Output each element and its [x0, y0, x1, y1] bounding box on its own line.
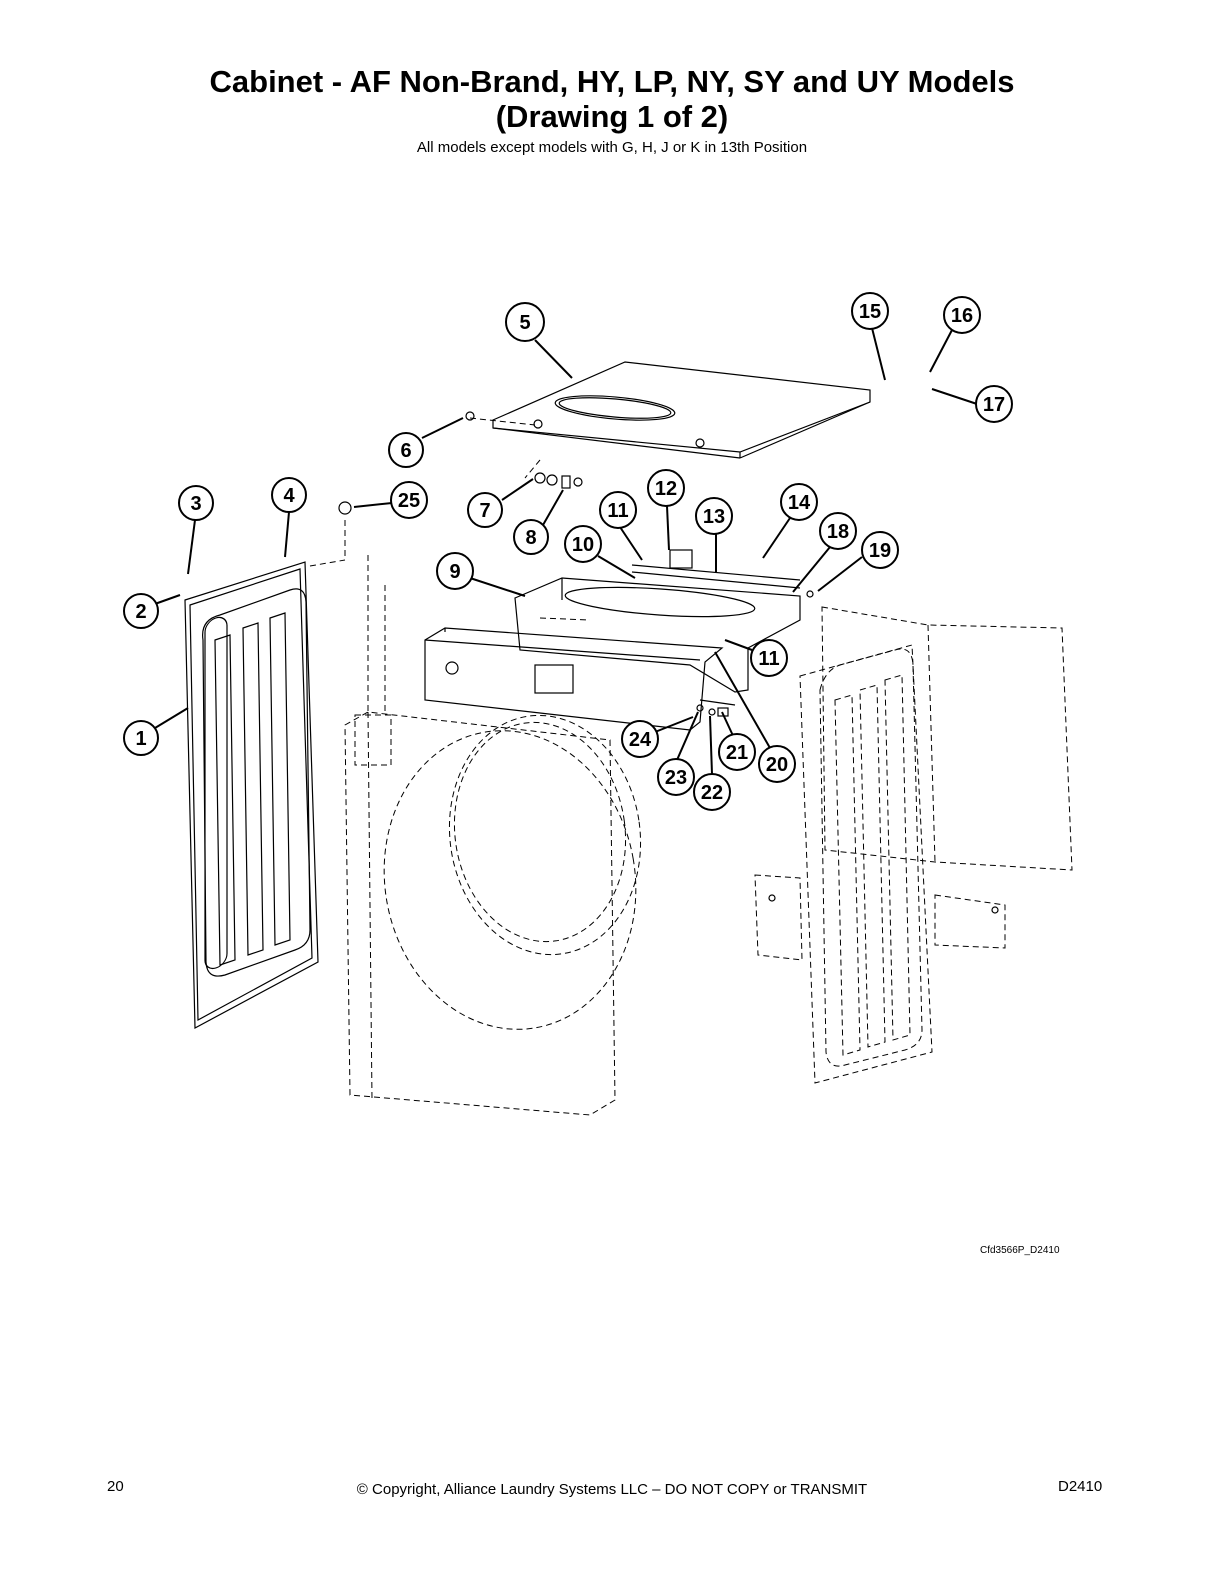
- callout-6: 6: [388, 432, 424, 468]
- callout-21: 21: [718, 733, 756, 771]
- callout-25: 25: [390, 481, 428, 519]
- svg-text:21: 21: [726, 742, 748, 764]
- callout-4: 4: [271, 477, 307, 513]
- page-title-drawing-number: (Drawing 1 of 2): [495, 99, 729, 134]
- callout-24: 24: [621, 720, 659, 758]
- svg-text:7: 7: [479, 500, 490, 522]
- callout-12: 12: [647, 469, 685, 507]
- svg-text:1: 1: [135, 728, 146, 750]
- callout-13: 13: [695, 497, 733, 535]
- page-subtitle: All models except models with G, H, J or…: [416, 139, 808, 156]
- callout-arrows: [151, 327, 978, 775]
- svg-text:22: 22: [701, 782, 723, 804]
- callout-7: 7: [467, 492, 503, 528]
- svg-text:25: 25: [398, 490, 420, 512]
- callout-23: 23: [657, 758, 695, 796]
- svg-text:11: 11: [758, 648, 779, 670]
- front-panel: [309, 520, 642, 1116]
- svg-text:15: 15: [859, 301, 881, 323]
- copyright-notice: © Copyright, Alliance Laundry Systems LL…: [356, 1481, 868, 1498]
- svg-text:10: 10: [572, 534, 594, 556]
- svg-text:12: 12: [655, 478, 677, 500]
- page-number: 20: [107, 1478, 124, 1495]
- svg-text:16: 16: [951, 305, 973, 327]
- callout-5: 5: [505, 302, 545, 342]
- drawing-code: Cfd3566P_D2410: [980, 1245, 1060, 1256]
- svg-text:23: 23: [665, 767, 687, 789]
- svg-text:17: 17: [983, 394, 1005, 416]
- callout-11-top: 11: [599, 491, 637, 529]
- svg-text:13: 13: [703, 506, 725, 528]
- svg-text:8: 8: [525, 527, 536, 549]
- svg-text:4: 4: [283, 485, 295, 507]
- svg-text:11: 11: [607, 500, 628, 522]
- callout-18: 18: [819, 512, 857, 550]
- callout-16: 16: [943, 296, 981, 334]
- svg-text:2: 2: [135, 601, 146, 623]
- callout-17: 17: [975, 385, 1013, 423]
- callout-9: 9: [436, 552, 474, 590]
- document-code: D2410: [1058, 1478, 1103, 1495]
- callout-3: 3: [178, 485, 214, 521]
- callout-20: 20: [758, 745, 796, 783]
- hardware-6-7-8: [338, 459, 583, 515]
- svg-text:24: 24: [629, 729, 652, 751]
- callout-2: 2: [123, 593, 159, 629]
- callout-22: 22: [693, 773, 731, 811]
- left-side-panel: [184, 561, 319, 1029]
- svg-text:6: 6: [400, 440, 411, 462]
- top-cover: [465, 361, 871, 459]
- svg-text:9: 9: [449, 561, 460, 583]
- right-side-panel: [754, 606, 1073, 1084]
- callout-14: 14: [780, 483, 818, 521]
- svg-text:5: 5: [519, 312, 530, 334]
- svg-text:3: 3: [190, 493, 201, 515]
- callout-1: 1: [123, 720, 159, 756]
- svg-text:19: 19: [869, 540, 891, 562]
- callout-10: 10: [564, 525, 602, 563]
- control-panel-assembly: [424, 549, 814, 731]
- callout-15: 15: [851, 292, 889, 330]
- callout-11-right: 11: [750, 639, 788, 677]
- svg-text:20: 20: [766, 754, 788, 776]
- svg-text:18: 18: [827, 521, 849, 543]
- svg-text:14: 14: [788, 492, 811, 514]
- page-title: Cabinet - AF Non-Brand, HY, LP, NY, SY a…: [209, 64, 1015, 99]
- callout-19: 19: [861, 531, 899, 569]
- callout-8: 8: [513, 519, 549, 555]
